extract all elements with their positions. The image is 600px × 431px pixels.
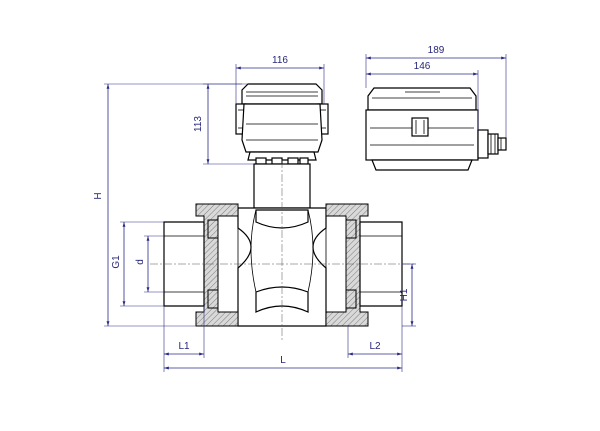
dim-H-label: H — [93, 192, 104, 199]
dimensions: 116 113 189 146 H G1 d H1 — [93, 45, 507, 372]
dim-H1-label: H1 — [399, 288, 410, 301]
dim-116-label: 116 — [272, 55, 288, 66]
actuator-side-view — [365, 87, 507, 171]
actuator-front-view — [235, 83, 329, 209]
dim-L1-label: L1 — [178, 341, 190, 352]
dim-L-label: L — [280, 355, 286, 366]
dim-146-label: 146 — [414, 61, 431, 72]
dim-G1-label: G1 — [111, 255, 122, 269]
dim-113-label: 113 — [193, 116, 204, 132]
dim-d-label: d — [135, 259, 146, 265]
valve-body-section — [150, 160, 414, 340]
dim-189-label: 189 — [428, 45, 445, 56]
dim-L2-label: L2 — [369, 341, 381, 352]
